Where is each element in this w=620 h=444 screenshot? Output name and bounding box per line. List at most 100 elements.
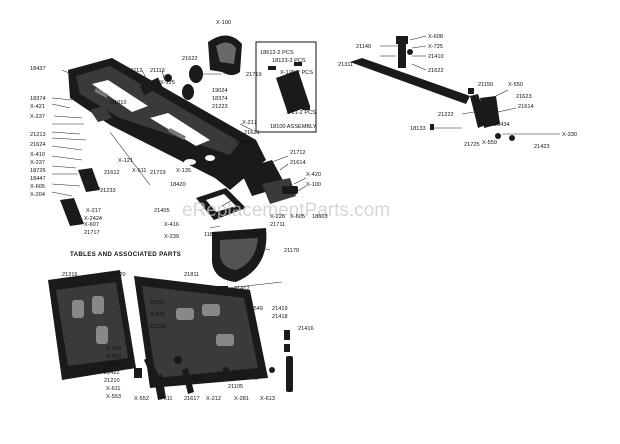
part-label: 21614 bbox=[290, 160, 306, 166]
part-label: 18622 bbox=[236, 140, 252, 146]
part-label: X-511 bbox=[132, 168, 147, 174]
part-label: X-209 bbox=[106, 346, 121, 352]
part-label: 21623 bbox=[516, 94, 532, 100]
part-label: H1010 bbox=[110, 100, 126, 106]
part-label: 21622 bbox=[428, 68, 444, 74]
part-label: X-212 bbox=[206, 396, 221, 402]
part-label: 21210 bbox=[104, 378, 120, 384]
part-label: 21412 bbox=[234, 286, 250, 292]
leader-lines bbox=[51, 35, 517, 289]
part-label: 21416 bbox=[298, 326, 314, 332]
part-label: X-559 bbox=[482, 140, 497, 146]
table-insert-plate bbox=[196, 188, 246, 220]
part-label: X-135 bbox=[176, 168, 191, 174]
table-hardware bbox=[134, 286, 293, 400]
part-label: 21422 bbox=[104, 370, 120, 376]
part-label: X-611 bbox=[232, 376, 247, 382]
part-label: X-416 bbox=[164, 222, 179, 228]
part-label: 21418 bbox=[272, 314, 288, 320]
part-label: 18434 bbox=[494, 122, 510, 128]
part-label: 21721 bbox=[150, 300, 166, 306]
part-label: 19024 bbox=[212, 88, 228, 94]
part-label: 21624 bbox=[30, 142, 46, 148]
fence-bracket bbox=[60, 106, 151, 226]
part-label: X-603 bbox=[106, 354, 121, 360]
part-label: 21811 bbox=[184, 272, 199, 278]
part-label: X-410 bbox=[30, 152, 45, 158]
part-label: 18123-3 PCS bbox=[272, 58, 306, 64]
part-label: 21223 bbox=[212, 104, 228, 110]
watermark: eReplacementParts.com bbox=[182, 200, 390, 221]
part-label: 21405 bbox=[154, 208, 170, 214]
part-label: X-608 bbox=[428, 34, 443, 40]
part-label: X-450 bbox=[186, 376, 201, 382]
part-label: 21216 bbox=[62, 272, 78, 278]
part-label: 21612 bbox=[104, 170, 120, 176]
left-table bbox=[48, 270, 136, 380]
part-label: X-611 bbox=[106, 386, 121, 392]
part-label: 21717 bbox=[84, 230, 100, 236]
part-label: 21622 bbox=[182, 56, 198, 62]
part-label: 21719 bbox=[150, 170, 166, 176]
part-label: 18437 bbox=[30, 66, 46, 72]
part-label: X-100 bbox=[306, 182, 321, 188]
part-label: 18100 ASSEMBLY bbox=[270, 124, 317, 130]
fence-rail-assembly bbox=[350, 36, 560, 141]
motor-pulley bbox=[140, 65, 203, 100]
belt-guard bbox=[212, 228, 267, 282]
part-label: 21410 bbox=[428, 54, 444, 60]
part-label: X-100 bbox=[216, 20, 231, 26]
part-label: 21222 bbox=[438, 112, 454, 118]
part-label: 21150 bbox=[478, 82, 493, 88]
part-label: X-217 bbox=[242, 120, 257, 126]
part-label: X-281 bbox=[234, 396, 249, 402]
part-label: X-237 bbox=[30, 114, 45, 120]
part-label: 21140 bbox=[356, 44, 371, 50]
part-label: X-725 bbox=[428, 44, 443, 50]
part-label: 21419 bbox=[272, 306, 288, 312]
part-label: X-204 bbox=[30, 192, 45, 198]
part-label: 18726 bbox=[30, 168, 46, 174]
part-label: 21218 bbox=[150, 324, 166, 330]
part-label: X-550 bbox=[508, 82, 523, 88]
part-label: 18374 bbox=[30, 96, 46, 102]
part-label: 21423 bbox=[534, 144, 550, 150]
part-label: X-217 bbox=[86, 208, 101, 214]
part-label: 11802 bbox=[204, 232, 219, 238]
part-label: X-553 bbox=[106, 394, 121, 400]
part-label: X-605 bbox=[290, 214, 305, 220]
part-label: 21711 bbox=[270, 222, 285, 228]
part-label: 21311 bbox=[338, 62, 353, 68]
part-label: 21113 bbox=[150, 68, 165, 74]
part-label: X-675 bbox=[150, 312, 165, 318]
base-casting bbox=[68, 58, 266, 190]
part-label: 11112 bbox=[128, 68, 142, 74]
section-title: TABLES AND ASSOCIATED PARTS bbox=[70, 251, 181, 258]
part-label: 18133 bbox=[410, 126, 426, 132]
right-table bbox=[134, 276, 268, 388]
part-label: X-611 bbox=[158, 396, 173, 402]
part-label: X-226 bbox=[270, 214, 285, 220]
part-label: 18420 bbox=[170, 182, 186, 188]
part-label: 18374 bbox=[212, 96, 228, 102]
part-label: X-421 bbox=[30, 104, 45, 110]
assembly-inset bbox=[255, 41, 317, 133]
part-label: 21220 bbox=[110, 272, 126, 278]
part-label: X-330 bbox=[562, 132, 577, 138]
part-label: 18603 bbox=[312, 214, 328, 220]
part-label: 21725 bbox=[464, 142, 480, 148]
part-label: X-613 bbox=[260, 396, 275, 402]
part-label: 18430 bbox=[246, 150, 262, 156]
part-label: X-125 bbox=[160, 80, 175, 86]
part-label: 21719 bbox=[246, 72, 262, 78]
part-label: X-420 bbox=[306, 172, 321, 178]
part-label: 21213 bbox=[30, 132, 46, 138]
part-label: 21617 bbox=[184, 396, 200, 402]
part-label: 18612-2 PCS bbox=[260, 50, 294, 56]
part-label: X-605 bbox=[30, 184, 45, 190]
part-label: 18447 bbox=[30, 176, 46, 182]
part-label: 18101 bbox=[286, 94, 302, 100]
part-label: X-549 bbox=[248, 306, 263, 312]
part-label: 21150 bbox=[246, 232, 261, 238]
